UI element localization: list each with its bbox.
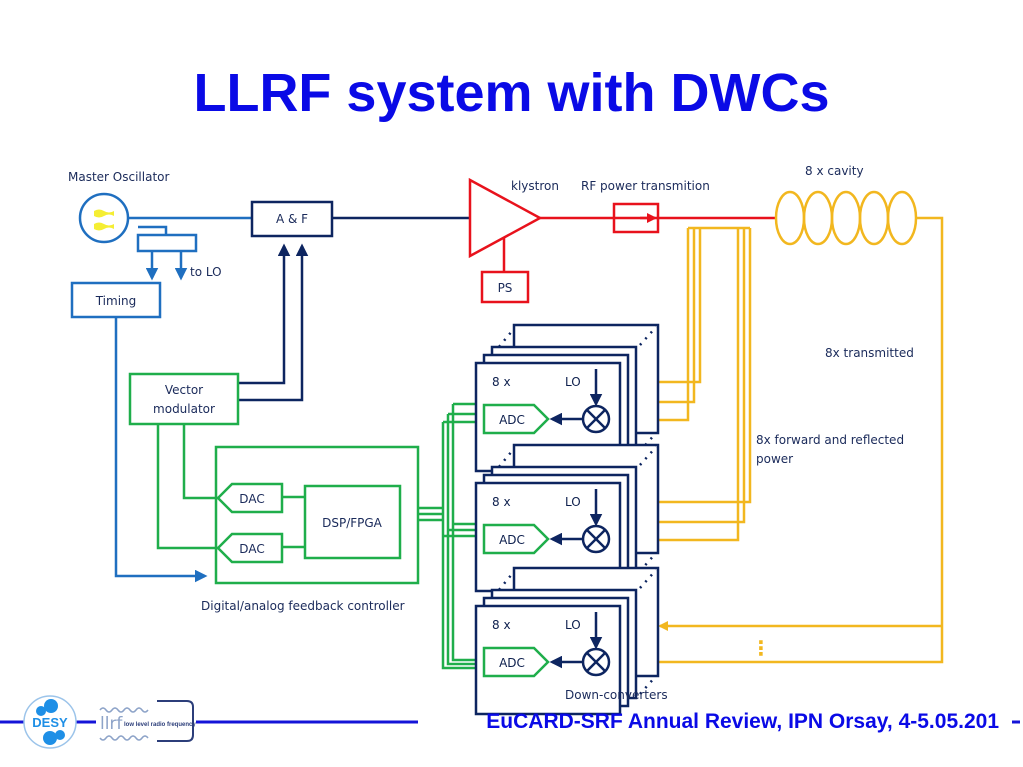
dwc-count-label: 8 x <box>492 618 511 632</box>
klystron-label: klystron <box>511 179 559 193</box>
llrf-logo-mark: llrf <box>100 714 123 734</box>
oscillator-wave-icon <box>94 222 114 231</box>
llrf-logo: llrf low level radio frequency <box>96 700 418 742</box>
ellipsis-icon: ⋮ <box>751 636 771 660</box>
fwd-refl-bundle <box>612 226 752 542</box>
af-label: A & F <box>276 212 308 226</box>
fwd-refl-label-1: 8x forward and reflected <box>756 433 904 447</box>
dwc-lo-label: LO <box>565 375 581 389</box>
dsp-fpga-box <box>303 484 402 560</box>
vm-dac1-line <box>182 424 218 500</box>
down-converter-stacks: 8 x LO ADC 8 x LO ADC 8 x LO ADC <box>474 323 660 716</box>
rf-power-label: RF power transmition <box>581 179 710 193</box>
vector-modulator-box <box>128 372 240 426</box>
adc-box <box>482 403 550 435</box>
controller-label: Digital/analog feedback controller <box>201 599 405 613</box>
adc-label: ADC <box>499 656 525 670</box>
dsp-fpga-label: DSP/FPGA <box>322 516 383 530</box>
llrf-logo-caption: low level radio frequency <box>124 722 196 728</box>
vm-dac2-line <box>156 424 218 550</box>
vector-modulator-label-1: Vector <box>165 383 203 397</box>
fwd-refl-label-2: power <box>756 452 793 466</box>
dwc-lo-label: LO <box>565 618 581 632</box>
rf-coupler-box <box>612 202 660 234</box>
timing-to-controller-arrow <box>114 317 208 583</box>
transmitted-label: 8x transmitted <box>825 346 914 360</box>
af-box <box>250 200 334 238</box>
adc-data-bundle <box>418 402 476 670</box>
cavity-symbol <box>774 190 918 246</box>
dwc-lo-label: LO <box>565 495 581 509</box>
timing-label: Timing <box>95 294 137 308</box>
dac1-label: DAC <box>239 492 264 506</box>
adc-label: ADC <box>499 413 525 427</box>
oscillator-wave-icon <box>94 209 114 218</box>
cavity-label: 8 x cavity <box>805 164 864 178</box>
dac2-label: DAC <box>239 542 264 556</box>
vector-modulator-label-2: modulator <box>153 402 215 416</box>
splitter-box <box>136 233 198 253</box>
dwc-count-label: 8 x <box>492 495 511 509</box>
desy-logo-text: DESY <box>32 715 68 730</box>
adc-box <box>482 523 550 555</box>
splitter-feed-line <box>138 225 168 235</box>
slide-title: LLRF system with DWCs <box>193 63 830 123</box>
dwc-count-label: 8 x <box>492 375 511 389</box>
master-oscillator-symbol <box>78 192 130 244</box>
downconverters-label: Down-converters <box>565 688 668 702</box>
dwc-stack: 8 x LO ADC <box>474 443 660 593</box>
klystron-symbol <box>468 177 543 259</box>
vm-to-af-arrow-2 <box>238 243 309 402</box>
vm-to-af-arrow-1 <box>238 243 291 385</box>
desy-logo: DESY <box>23 695 77 749</box>
timing-box <box>70 281 162 319</box>
dwc-stack: 8 x LO ADC <box>474 566 660 716</box>
ps-label: PS <box>498 281 513 295</box>
master-oscillator-label: Master Oscillator <box>68 170 169 184</box>
ps-box <box>480 270 530 304</box>
to-lo-label: to LO <box>190 265 222 279</box>
adc-label: ADC <box>499 533 525 547</box>
transmitted-line-1 <box>618 216 944 667</box>
footer-text: EuCARD-SRF Annual Review, IPN Orsay, 4-5… <box>486 710 999 733</box>
adc-box <box>482 646 550 678</box>
